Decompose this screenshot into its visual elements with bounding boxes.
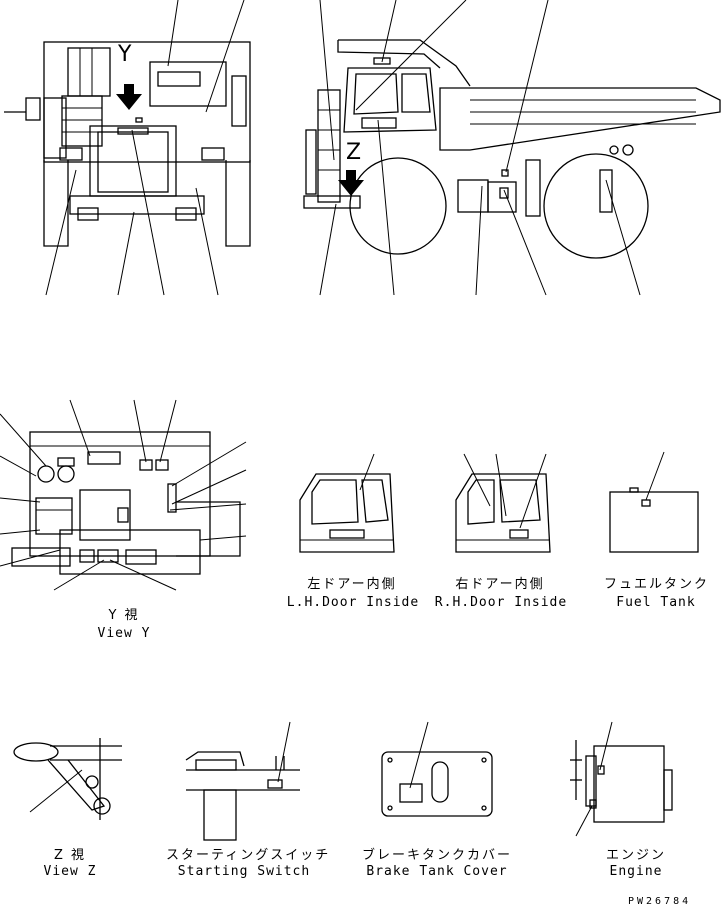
lh-door-drawing xyxy=(299,453,395,553)
view-y-caption-jp: Y 視 xyxy=(108,608,140,623)
starting-switch-caption-en: Starting Switch xyxy=(177,864,311,879)
engine-caption-en: Engine xyxy=(609,864,663,879)
engine-caption-jp: エンジン xyxy=(605,848,666,863)
view-y-marker: Y xyxy=(118,42,132,67)
truck-front-view xyxy=(4,0,251,296)
starting-switch-drawing xyxy=(185,721,300,841)
view-z-caption-en: View Z xyxy=(43,864,97,879)
engine-drawing xyxy=(570,721,673,837)
drawing-number: PW26784 xyxy=(628,896,692,907)
lh-door-caption-jp: 左ドアー内側 xyxy=(307,577,397,592)
brake-tank-cover-caption-jp: ブレーキタンクカバー xyxy=(362,848,513,863)
view-z-caption-jp: Z 視 xyxy=(53,848,87,863)
view-y-drawing xyxy=(0,399,247,591)
starting-switch-caption-jp: スターティングスイッチ xyxy=(166,848,331,863)
rh-door-drawing xyxy=(455,453,551,553)
fuel-tank-caption-en: Fuel Tank xyxy=(616,595,696,610)
view-z-marker: Z xyxy=(346,140,362,165)
rh-door-caption-en: R.H.Door Inside xyxy=(434,595,568,610)
view-y-caption-en: View Y xyxy=(97,626,151,641)
fuel-tank-drawing xyxy=(609,451,699,553)
brake-tank-cover-drawing xyxy=(381,721,493,817)
brake-tank-cover-caption-en: Brake Tank Cover xyxy=(366,864,508,879)
view-z-drawing xyxy=(13,738,122,820)
rh-door-caption-jp: 右ドアー内側 xyxy=(455,577,545,592)
truck-side-view xyxy=(303,0,721,296)
lh-door-caption-en: L.H.Door Inside xyxy=(286,595,420,610)
fuel-tank-caption-jp: フュエルタンク xyxy=(604,577,710,592)
